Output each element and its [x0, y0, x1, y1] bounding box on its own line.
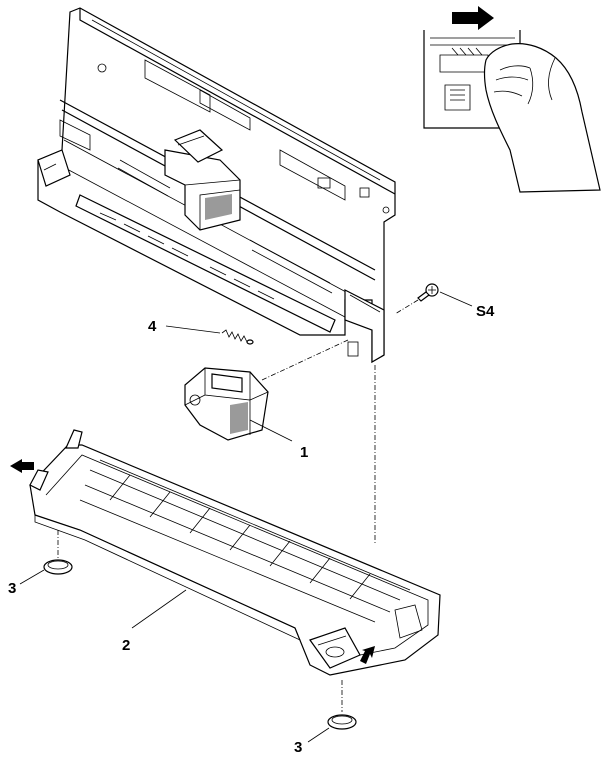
callout-3-bottom: 3 — [294, 739, 302, 756]
carriage-unit-part-1 — [184, 339, 349, 442]
arrow-icon — [360, 646, 375, 664]
callout-2: 2 — [122, 637, 130, 654]
arrow-icon — [10, 459, 34, 473]
lower-tray-part-2 — [29, 429, 441, 676]
main-frame-assembly — [37, 7, 396, 364]
callout-4: 4 — [148, 318, 157, 335]
hand-icon — [483, 43, 601, 193]
spring-part-4 — [165, 325, 254, 345]
callout-1: 1 — [300, 444, 308, 461]
callout-s4: S4 — [476, 303, 495, 320]
foot-part-3-left — [19, 530, 73, 585]
arrow-icon — [452, 6, 494, 30]
screw-s4 — [394, 283, 473, 315]
callout-3-left: 3 — [8, 580, 16, 597]
inset-detail — [423, 6, 601, 193]
foot-part-3-bottom — [307, 680, 357, 743]
